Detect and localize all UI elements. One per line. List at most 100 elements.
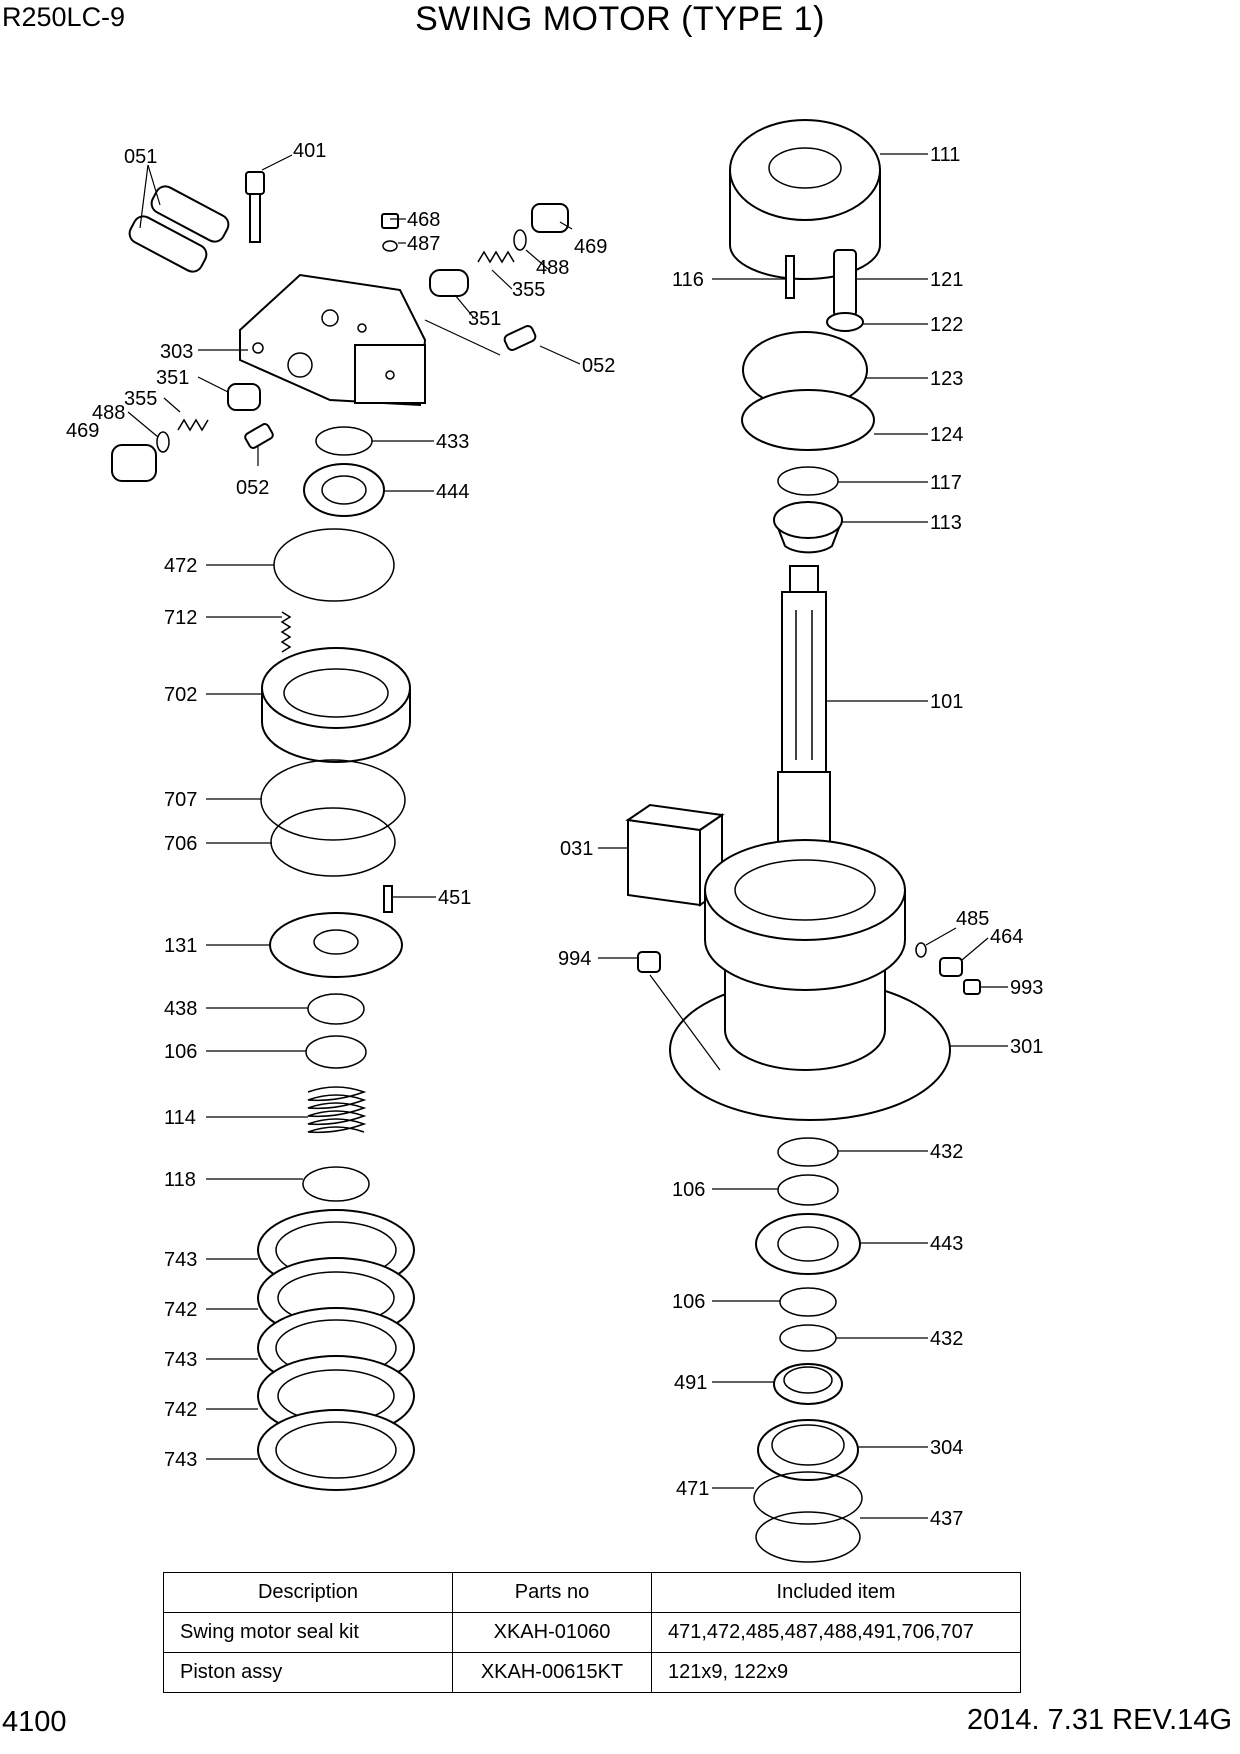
label-118: 118 xyxy=(164,1169,196,1191)
part-993-plug xyxy=(963,979,981,995)
part-438-snap-ring xyxy=(307,993,365,1025)
label-438: 438 xyxy=(164,998,197,1020)
part-464-plug xyxy=(939,957,963,977)
label-101: 101 xyxy=(930,691,963,713)
label-743-a: 743 xyxy=(164,1249,197,1271)
label-743-c: 743 xyxy=(164,1449,197,1471)
label-487: 487 xyxy=(407,233,440,255)
label-706: 706 xyxy=(164,833,197,855)
part-355-spring-right xyxy=(477,203,569,264)
part-472-o-ring xyxy=(273,528,395,602)
part-131-valve-plate xyxy=(269,912,403,978)
cell-description: Piston assy xyxy=(163,1652,453,1693)
part-052-right xyxy=(424,319,537,356)
label-052: 052 xyxy=(582,355,615,377)
label-111: 111 xyxy=(930,144,960,166)
part-471-o-ring xyxy=(753,1471,863,1525)
part-106-ring-left xyxy=(305,1035,367,1069)
label-707: 707 xyxy=(164,789,197,811)
label-031: 031 xyxy=(560,838,593,860)
part-437-snap-ring xyxy=(755,1511,861,1563)
part-707-o-ring xyxy=(260,759,406,841)
label-051: 051 xyxy=(124,146,157,168)
label-401: 401 xyxy=(293,140,326,162)
part-491-collar xyxy=(773,1363,843,1405)
page-number: 4100 xyxy=(2,1706,67,1738)
part-351-right xyxy=(429,269,469,297)
cell-description: Swing motor seal kit xyxy=(163,1612,453,1653)
label-114: 114 xyxy=(164,1107,196,1129)
label-106-lower: 106 xyxy=(672,1291,705,1313)
table-header-row: Description Parts no Included item xyxy=(163,1572,1021,1613)
label-303: 303 xyxy=(160,341,193,363)
part-111-cylinder-block xyxy=(729,119,881,280)
part-706-o-ring xyxy=(270,807,396,877)
label-437: 437 xyxy=(930,1508,963,1530)
part-106-ring-lower xyxy=(779,1287,837,1317)
label-432-lower: 432 xyxy=(930,1328,963,1350)
part-124-shoe-plate xyxy=(741,389,875,451)
label-444: 444 xyxy=(436,481,469,503)
label-712: 712 xyxy=(164,607,197,629)
label-123: 123 xyxy=(930,368,963,390)
part-451-pin xyxy=(383,885,393,913)
label-468: 468 xyxy=(407,209,440,231)
table-row: Swing motor seal kit XKAH-01060 471,472,… xyxy=(163,1612,1021,1653)
label-116: 116 xyxy=(672,269,704,291)
label-485: 485 xyxy=(956,908,989,930)
label-742-a: 742 xyxy=(164,1299,197,1321)
col-parts-no: Parts no xyxy=(452,1572,652,1613)
part-433-snap-ring xyxy=(315,426,373,456)
part-304-cover xyxy=(757,1419,859,1481)
part-106-ring-upper xyxy=(777,1174,839,1206)
part-712-spring xyxy=(280,611,292,653)
exploded-parts-diagram: 401 051 468 487 469 488 355 351 052 303 … xyxy=(66,119,1043,1563)
label-472: 472 xyxy=(164,555,197,577)
part-485-o-ring xyxy=(915,942,927,958)
label-121: 121 xyxy=(930,269,963,291)
part-number-labels: 401 051 468 487 469 488 355 351 052 303 … xyxy=(66,140,1043,1530)
part-401-bolt xyxy=(245,154,293,243)
label-117: 117 xyxy=(930,472,962,494)
label-469: 469 xyxy=(574,236,607,258)
label-491: 491 xyxy=(674,1372,707,1394)
cell-included-item: 471,472,485,487,488,491,706,707 xyxy=(651,1612,1021,1653)
part-114-spring xyxy=(307,1086,367,1134)
part-303-valve-block xyxy=(239,273,427,407)
label-106-upper: 106 xyxy=(672,1179,705,1201)
label-451: 451 xyxy=(438,887,471,909)
part-301-casing xyxy=(668,839,952,1121)
label-432-upper: 432 xyxy=(930,1141,963,1163)
part-432-snap-ring-upper xyxy=(777,1137,839,1167)
part-101-shaft xyxy=(777,565,831,843)
leader-lines xyxy=(127,153,1008,1519)
part-702-brake-piston xyxy=(261,647,411,763)
part-left-plug-set xyxy=(111,383,274,482)
part-117-ring xyxy=(777,466,839,496)
col-included-item: Included item xyxy=(651,1572,1021,1613)
label-106-left: 106 xyxy=(164,1041,197,1063)
part-116-pin xyxy=(785,255,795,299)
label-471: 471 xyxy=(676,1478,709,1500)
label-351: 351 xyxy=(468,308,501,330)
cell-parts-no: XKAH-00615KT xyxy=(452,1652,652,1693)
label-124: 124 xyxy=(930,424,963,446)
label-304: 304 xyxy=(930,1437,963,1459)
label-464: 464 xyxy=(990,926,1023,948)
label-433: 433 xyxy=(436,431,469,453)
cell-parts-no: XKAH-01060 xyxy=(452,1612,652,1653)
cell-included-item: 121x9, 122x9 xyxy=(651,1652,1021,1693)
label-702: 702 xyxy=(164,684,197,706)
label-443: 443 xyxy=(930,1233,963,1255)
label-743-b: 743 xyxy=(164,1349,197,1371)
label-994: 994 xyxy=(558,948,591,970)
label-122: 122 xyxy=(930,314,963,336)
label-052-left: 052 xyxy=(236,477,269,499)
label-113: 113 xyxy=(930,512,962,534)
part-118-ring xyxy=(302,1166,370,1202)
part-051-connectors xyxy=(128,164,230,273)
label-993: 993 xyxy=(1010,977,1043,999)
page-title: SWING MOTOR (TYPE 1) xyxy=(415,0,825,38)
label-131: 131 xyxy=(164,935,197,957)
part-468-plug xyxy=(381,213,399,252)
